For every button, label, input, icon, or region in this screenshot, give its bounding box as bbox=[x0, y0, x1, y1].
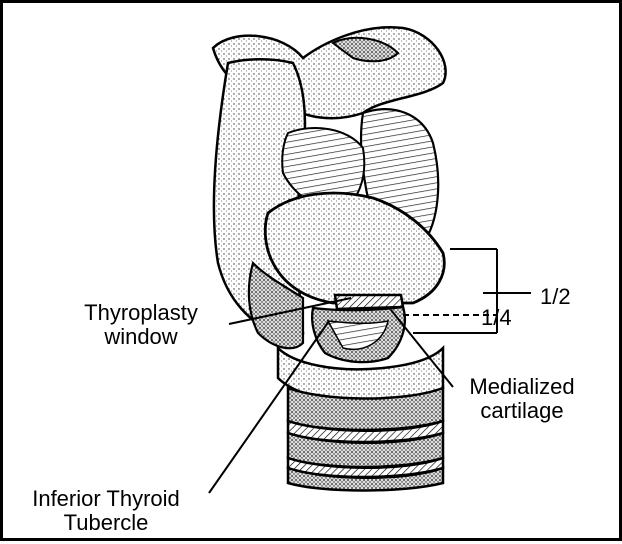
thyroplasty-window-shape bbox=[335, 295, 403, 309]
label-inferior-thyroid-tubercle: Inferior Thyroid Tubercle bbox=[6, 487, 206, 535]
label-one-half: 1/2 bbox=[540, 285, 571, 309]
larynx-illustration bbox=[3, 3, 622, 544]
label-one-quarter: 1/4 bbox=[481, 306, 512, 330]
label-thyroplasty-window: Thyroplasty window bbox=[65, 301, 217, 349]
trachea bbox=[288, 388, 443, 491]
label-medialized-cartilage: Medialized cartilage bbox=[453, 375, 591, 423]
